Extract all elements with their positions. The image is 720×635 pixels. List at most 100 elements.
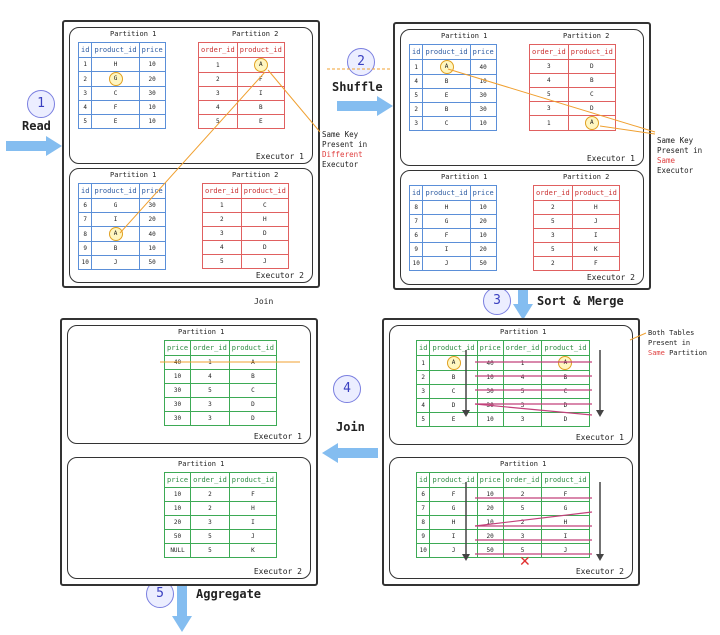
- note-read: Same Key Present in Different Executor: [322, 130, 368, 169]
- table-cell: B: [429, 370, 478, 385]
- table-cell: 8: [415, 515, 431, 530]
- executor-label: Executor 2: [575, 567, 624, 576]
- table-cell: 1: [202, 198, 242, 213]
- column-header: price: [138, 42, 166, 58]
- table-cell: 4: [529, 73, 569, 88]
- table-cell: 3: [415, 384, 431, 399]
- table-cell: 6: [415, 487, 431, 502]
- table-cell: 30: [138, 86, 166, 101]
- table-cell: A: [541, 355, 590, 371]
- partition-label: Partition 2: [563, 32, 610, 40]
- column-header: product_id: [541, 340, 590, 356]
- key-highlight: A: [584, 116, 599, 130]
- partition-label: Partition 2: [563, 173, 610, 181]
- table-cell: 10: [163, 369, 192, 384]
- executor-label: Executor 2: [255, 271, 304, 280]
- table-cell: 9: [77, 241, 93, 256]
- table-cell: H: [91, 57, 140, 72]
- table-cell: C: [429, 384, 478, 399]
- table-cell: 2: [415, 370, 431, 385]
- column-header: id: [77, 42, 93, 58]
- join-arrow: [322, 443, 378, 463]
- step-4-circle: 4: [333, 375, 361, 403]
- column-header: product_id: [228, 472, 277, 488]
- step-2-label: Shuffle: [332, 80, 383, 94]
- table-cell: H: [571, 200, 620, 215]
- table-cell: 2: [190, 487, 230, 502]
- executor-label: Executor 2: [253, 567, 302, 576]
- column-header: order_id: [190, 340, 230, 356]
- column-header: price: [476, 472, 504, 488]
- table-cell: 2: [502, 515, 543, 530]
- table-cell: 30: [476, 384, 504, 399]
- table-cell: B: [422, 102, 471, 117]
- table-cell: 2: [408, 102, 424, 117]
- executor-label: Executor 1: [255, 152, 304, 161]
- table-cell: 8: [408, 200, 424, 215]
- table-cell: F: [228, 487, 277, 502]
- table-cell: 20: [138, 212, 166, 227]
- table-cell: 10: [77, 255, 93, 270]
- column-header: product_id: [429, 340, 478, 356]
- table-cell: 2: [190, 501, 230, 516]
- table-cell: F: [571, 256, 620, 271]
- table-cell: 1: [77, 57, 93, 72]
- executor-label: Executor 1: [586, 154, 635, 163]
- column-header: id: [415, 472, 431, 488]
- table-cell: D: [541, 412, 590, 427]
- table-cell: 20: [163, 515, 192, 530]
- step-3-label: Sort & Merge: [537, 294, 624, 308]
- partition-label: Partition 2: [232, 171, 279, 179]
- table-cell: B: [91, 241, 140, 256]
- table-cell: 10: [469, 74, 497, 89]
- table-cell: 40: [138, 226, 166, 242]
- table-cell: B: [228, 369, 277, 384]
- executor-label: Executor 1: [575, 433, 624, 442]
- column-header: price: [469, 185, 497, 201]
- note-shuffle: Same Key Present in Same Executor: [657, 136, 703, 175]
- table-cell: 5: [77, 114, 93, 129]
- table-cell: 5: [190, 543, 230, 558]
- table-cell: 20: [469, 214, 497, 229]
- table-cell: K: [571, 242, 620, 257]
- table-cell: A: [567, 115, 616, 131]
- column-header: price: [476, 340, 504, 356]
- table-cell: A: [236, 57, 285, 73]
- table-cell: E: [429, 412, 478, 427]
- table-cell: 3: [190, 397, 230, 412]
- table-cell: B: [567, 73, 616, 88]
- step-1-label: Read: [22, 119, 51, 133]
- table-cell: F: [541, 487, 590, 502]
- table-cell: D: [240, 240, 289, 255]
- shuffle-arrow: [337, 96, 393, 116]
- column-header: product_id: [541, 472, 590, 488]
- key-highlight: A: [108, 227, 123, 241]
- table-cell: E: [236, 114, 285, 129]
- table-cell: J: [541, 543, 590, 558]
- table-cell: 5: [190, 383, 230, 398]
- column-header: product_id: [236, 42, 285, 58]
- table-cell: 2: [533, 200, 573, 215]
